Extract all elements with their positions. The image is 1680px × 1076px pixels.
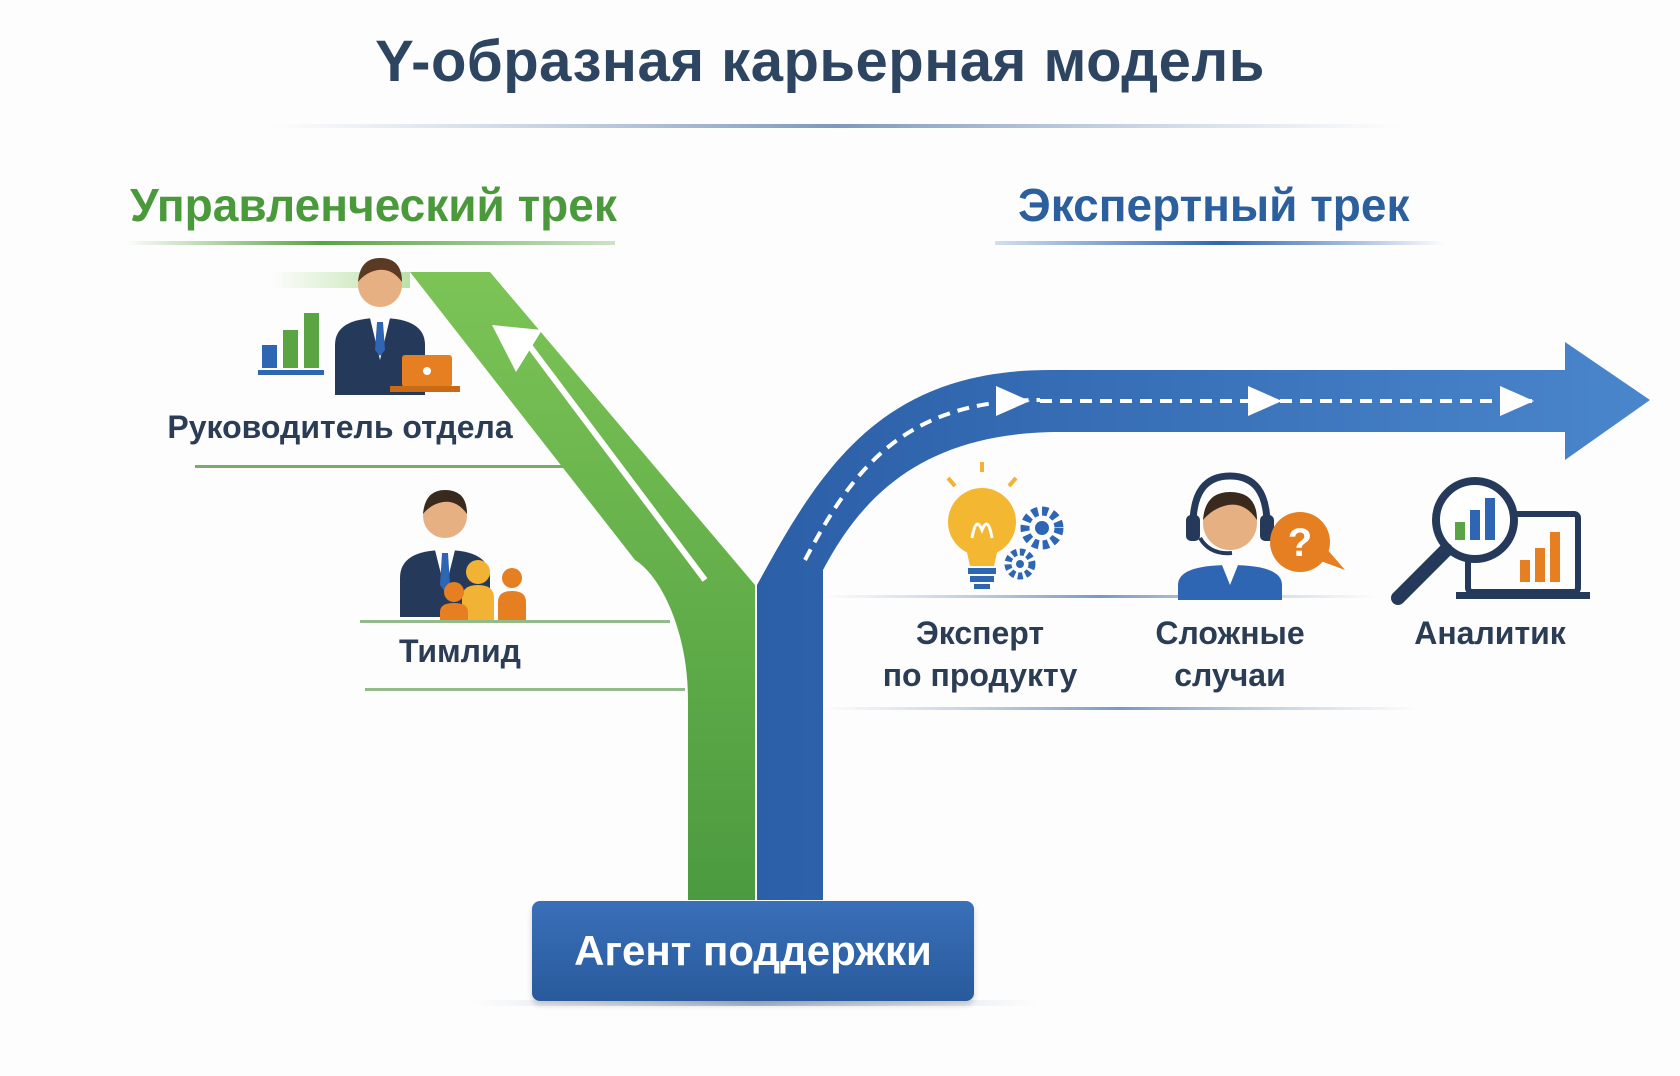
expert-track-title: Экспертный трек: [1018, 179, 1410, 231]
lead-divider-2: [365, 688, 685, 691]
step-complex-cases: Сложные случаи: [1130, 612, 1330, 696]
step-complex-cases-line1: Сложные: [1155, 615, 1305, 651]
manager-at-laptop-icon: [258, 258, 460, 395]
team-lead-icon: [400, 490, 526, 620]
step-product-expert-line2: по продукту: [882, 657, 1078, 693]
lightbulb-gears-icon: [946, 462, 1064, 589]
title-underline: [270, 124, 1400, 128]
management-track-title: Управленческий трек: [130, 179, 617, 231]
exp-underline: [995, 241, 1445, 245]
step-analyst: Аналитик: [1390, 612, 1590, 654]
lead-divider: [360, 620, 670, 623]
svg-text:?: ?: [1288, 521, 1312, 565]
step-product-expert: Эксперт по продукту: [850, 612, 1110, 696]
management-track-arm: [410, 272, 755, 900]
start-role-box: Агент поддержки: [532, 901, 974, 1001]
management-up-arrow: [492, 325, 542, 372]
step-analyst-line1: Аналитик: [1414, 615, 1566, 651]
page-title: Y-образная карьерная модель: [375, 29, 1265, 94]
support-headset-icon: ?: [1178, 472, 1345, 600]
expert-divider-2: [820, 707, 1420, 710]
expert-track-arm: [757, 342, 1650, 900]
expert-arrow-1: [996, 386, 1030, 416]
head-divider: [195, 465, 575, 468]
agent-shadow: [470, 1000, 1040, 1006]
step-department-head: Руководитель отдела: [167, 409, 513, 445]
step-team-lead: Тимлид: [399, 633, 521, 669]
start-role-label: Агент поддержки: [574, 927, 932, 974]
expert-divider: [820, 595, 1380, 598]
expert-arrow-2: [1248, 386, 1282, 416]
mgmt-underline: [125, 241, 615, 245]
step-complex-cases-line2: случаи: [1174, 657, 1286, 693]
step-product-expert-line1: Эксперт: [915, 615, 1045, 651]
expert-arrow-3: [1500, 386, 1534, 416]
magnifier-analytics-icon: [1391, 477, 1590, 605]
